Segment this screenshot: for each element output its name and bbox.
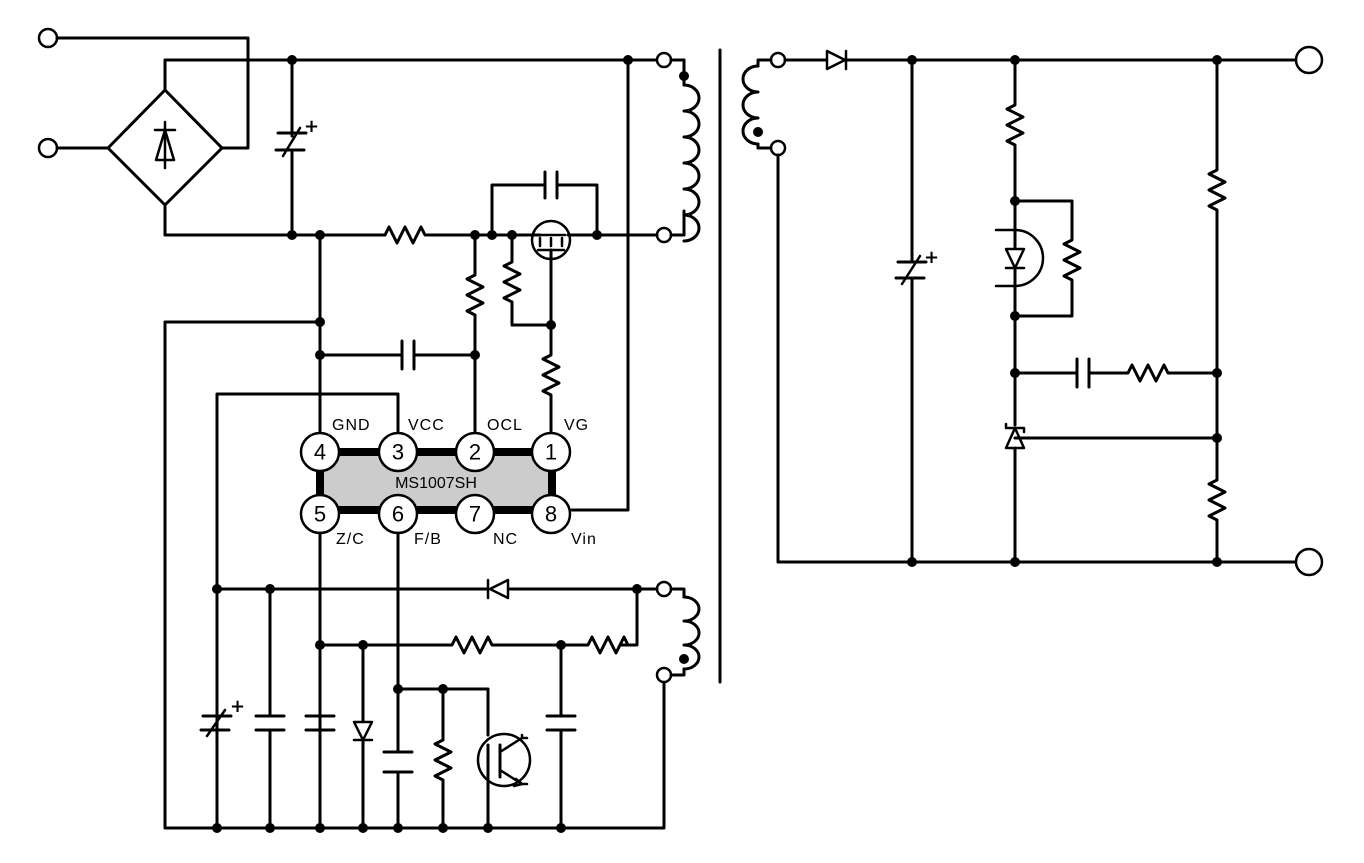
primary-winding [655, 51, 701, 244]
ocl-resistor [465, 233, 485, 439]
pin-1-circle [530, 431, 572, 473]
ac-input-terminal-1 [37, 27, 59, 49]
vin-feed-wire [570, 58, 630, 512]
zc-filter-capacitor [545, 714, 577, 732]
pin-4-label: GND [332, 417, 371, 434]
drain-source-capacitor [490, 183, 599, 237]
ac-input-terminal-2 [37, 137, 59, 159]
ic-body [316, 448, 556, 514]
polarity-plus-3: + [924, 247, 939, 268]
gate-source-resistor [502, 233, 553, 327]
sense-resistor [383, 225, 427, 245]
pin-2-label: OCL [487, 417, 523, 434]
controller-ic: MS1007SH 4 3 2 1 5 6 7 8 GND VCC OCL VG … [299, 417, 597, 548]
pin-5-number: 5 [314, 502, 326, 527]
pin-7-circle [454, 493, 496, 535]
pin-6-number: 6 [392, 502, 404, 527]
pin-7-label: NC [493, 531, 518, 548]
zc-divider-resistors [318, 635, 630, 655]
junction-dots [212, 55, 1222, 833]
pin-3-number: 3 [392, 440, 404, 465]
fb-resistor [433, 687, 453, 830]
polarity-plus-1: + [304, 116, 319, 137]
pin-8-label: Vin [571, 531, 597, 548]
aux-sense-wire [618, 587, 639, 647]
shunt-regulator [1004, 422, 1219, 450]
zc-clamp-diode [352, 643, 374, 830]
power-mosfet [530, 219, 572, 327]
ic-part-number: MS1007SH [395, 475, 477, 492]
gate-resistor [541, 323, 561, 439]
pin-4-number: 4 [314, 440, 326, 465]
aux-winding [655, 580, 701, 684]
aux-ceramic-capacitor [254, 714, 286, 732]
pin-4-circle [299, 431, 341, 473]
aux-electrolytic-capacitor: + [199, 587, 245, 830]
pin-8-number: 8 [545, 502, 557, 527]
zc-capacitor [304, 714, 336, 732]
pin-6-label: F/B [414, 531, 442, 548]
output-electrolytic-capacitor: + [894, 58, 939, 564]
vcc-capacitor [400, 339, 416, 371]
pin-1-number: 1 [545, 440, 557, 465]
bulk-electrolytic-capacitor: + [274, 58, 319, 237]
secondary-return-rail [776, 153, 1306, 564]
pin-7-number: 7 [469, 502, 481, 527]
secondary-winding [741, 51, 787, 157]
ground-return-loop [163, 320, 666, 830]
pin-2-number: 2 [469, 440, 481, 465]
pin-1-label: VG [564, 417, 589, 434]
compensation-capacitor [1075, 357, 1091, 389]
optocoupler-led [994, 199, 1045, 318]
pin-3-circle [377, 431, 419, 473]
npn-transistor [476, 732, 532, 830]
pin-2-circle [454, 431, 496, 473]
output-negative-terminal [1294, 547, 1324, 577]
output-positive-terminal [1294, 45, 1324, 75]
optocoupler-bypass-resistor [1013, 199, 1082, 318]
compensation-network [1013, 363, 1219, 383]
fb-capacitor [382, 750, 414, 774]
bridge-rectifier [106, 88, 224, 207]
optocoupler-led-resistor [1005, 58, 1025, 203]
aux-rectifier-diode [486, 578, 510, 600]
ac-input-section [37, 27, 294, 237]
fb-node-wire [396, 687, 490, 737]
output-voltage-divider [1207, 58, 1227, 564]
pin-5-label: Z/C [336, 531, 365, 548]
polarity-plus-2: + [230, 696, 245, 717]
pin-3-label: VCC [408, 417, 445, 434]
pin-8-circle [530, 493, 572, 535]
output-rectifier-diode [825, 49, 848, 71]
